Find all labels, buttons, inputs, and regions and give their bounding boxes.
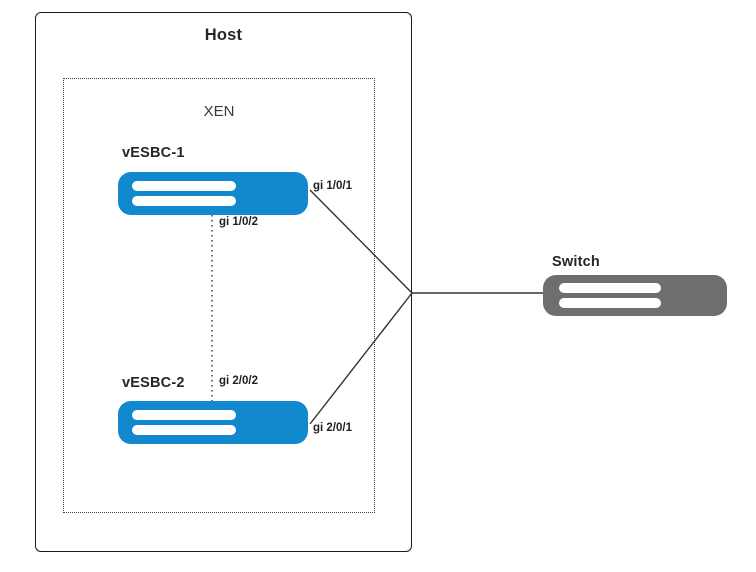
vesbc-1-label: vESBC-1: [122, 145, 185, 161]
vesbc-2-node[interactable]: [118, 401, 308, 444]
port-label-gi-1-0-1: gi 1/0/1: [313, 180, 352, 192]
switch-slot-top: [559, 283, 661, 293]
vesbc-2-slot-top: [132, 410, 236, 420]
vesbc-1-slot-top: [132, 181, 236, 191]
host-title: Host: [204, 26, 243, 44]
switch-node[interactable]: [543, 275, 727, 316]
xen-container: [63, 78, 375, 513]
vesbc-1-node[interactable]: [118, 172, 308, 215]
vesbc-1-slot-bottom: [132, 196, 236, 206]
switch-label: Switch: [552, 254, 600, 270]
port-label-gi-1-0-2: gi 1/0/2: [219, 216, 258, 228]
xen-title: XEN: [203, 103, 235, 120]
port-label-gi-2-0-1: gi 2/0/1: [313, 422, 352, 434]
port-label-gi-2-0-2: gi 2/0/2: [219, 375, 258, 387]
vesbc-2-label: vESBC-2: [122, 375, 185, 391]
vesbc-2-slot-bottom: [132, 425, 236, 435]
switch-slot-bottom: [559, 298, 661, 308]
